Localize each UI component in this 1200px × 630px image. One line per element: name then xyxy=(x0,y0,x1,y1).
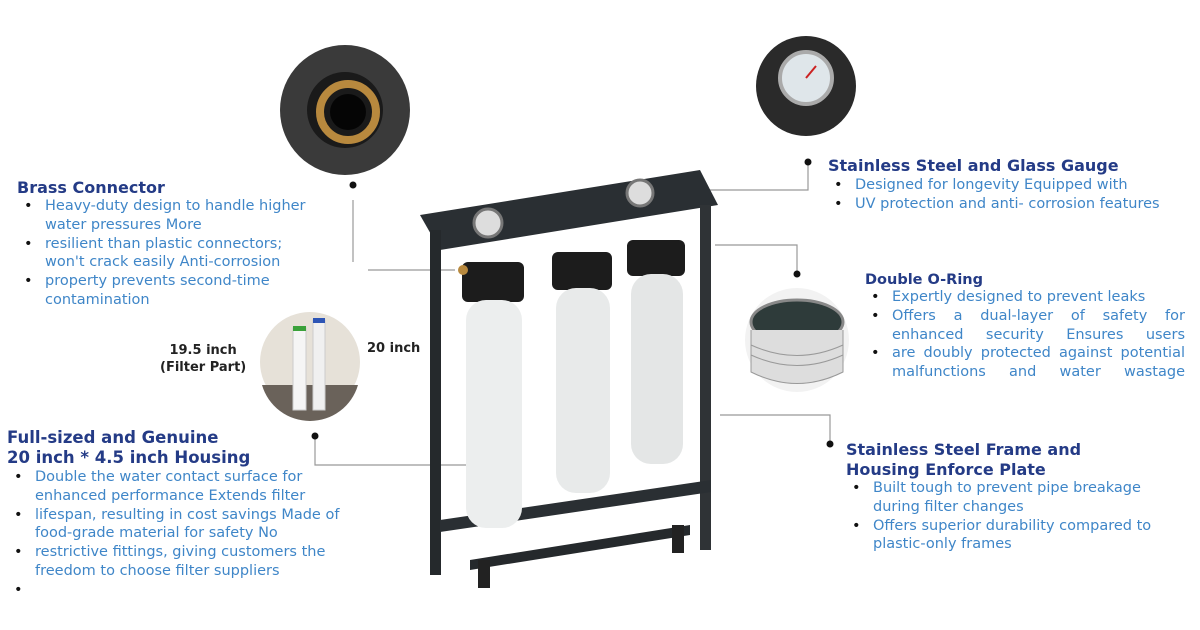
frame-list: Built tough to prevent pipe breakage dur… xyxy=(850,479,1160,554)
frame-title-line: Housing Enforce Plate xyxy=(846,460,1046,479)
brass-connector-list: Heavy-duty design to handle higher water… xyxy=(22,197,322,310)
callout-dot xyxy=(793,270,801,278)
water-filter-system xyxy=(420,170,718,588)
filter-label-right: 20 inch xyxy=(367,341,421,356)
gauge-title: Stainless Steel and Glass Gauge xyxy=(828,156,1119,175)
list-item: restrictive fittings, giving customers t… xyxy=(12,543,362,581)
o-ring-title: Double O-Ring xyxy=(865,272,984,288)
filter-part-label: (Filter Part) xyxy=(160,360,247,375)
list-item: Designed for longevity Equipped with xyxy=(832,176,1172,195)
list-item xyxy=(12,581,362,600)
list-item: Built tough to prevent pipe breakage dur… xyxy=(850,479,1160,517)
list-item: lifespan, resulting in cost savings Made… xyxy=(12,506,362,544)
list-item: Double the water contact surface for enh… xyxy=(12,468,362,506)
housing-title-line: 20 inch * 4.5 inch Housing xyxy=(7,448,251,467)
list-item: Offers superior durability compared to p… xyxy=(850,517,1160,555)
brass-connector-photo xyxy=(280,45,410,175)
filter-label-left: 19.5 inch (Filter Part) xyxy=(160,342,246,376)
list-item: resilient than plastic connectors; won't… xyxy=(22,235,322,273)
list-item: are doubly protected against potential m… xyxy=(869,344,1185,382)
list-item: UV protection and anti- corrosion featur… xyxy=(832,195,1172,214)
callout-lines xyxy=(314,165,831,466)
gauge-list: Designed for longevity Equipped with UV … xyxy=(832,176,1172,214)
gauge-photo xyxy=(756,36,856,136)
list-item: Offers a dual-layer of safety for enhanc… xyxy=(869,307,1185,345)
housing-list: Double the water contact surface for enh… xyxy=(12,468,362,600)
list-item: property prevents second-time contaminat… xyxy=(22,272,322,310)
callout-dot xyxy=(804,158,812,166)
callout-dot xyxy=(349,181,357,189)
filter-cartridges-photo xyxy=(260,312,360,421)
frame-title-line: Stainless Steel Frame and xyxy=(846,440,1082,459)
housing-title-line: Full-sized and Genuine xyxy=(7,428,219,447)
list-item: Heavy-duty design to handle higher water… xyxy=(22,197,322,235)
list-item: Expertly designed to prevent leaks xyxy=(869,288,1185,307)
callout-dot xyxy=(311,432,319,440)
filter-length-label: 19.5 inch xyxy=(169,343,237,358)
o-ring-photo xyxy=(745,288,849,392)
callout-dot xyxy=(826,440,834,448)
brass-connector-title: Brass Connector xyxy=(17,178,165,197)
o-ring-list: Expertly designed to prevent leaks Offer… xyxy=(869,288,1185,382)
